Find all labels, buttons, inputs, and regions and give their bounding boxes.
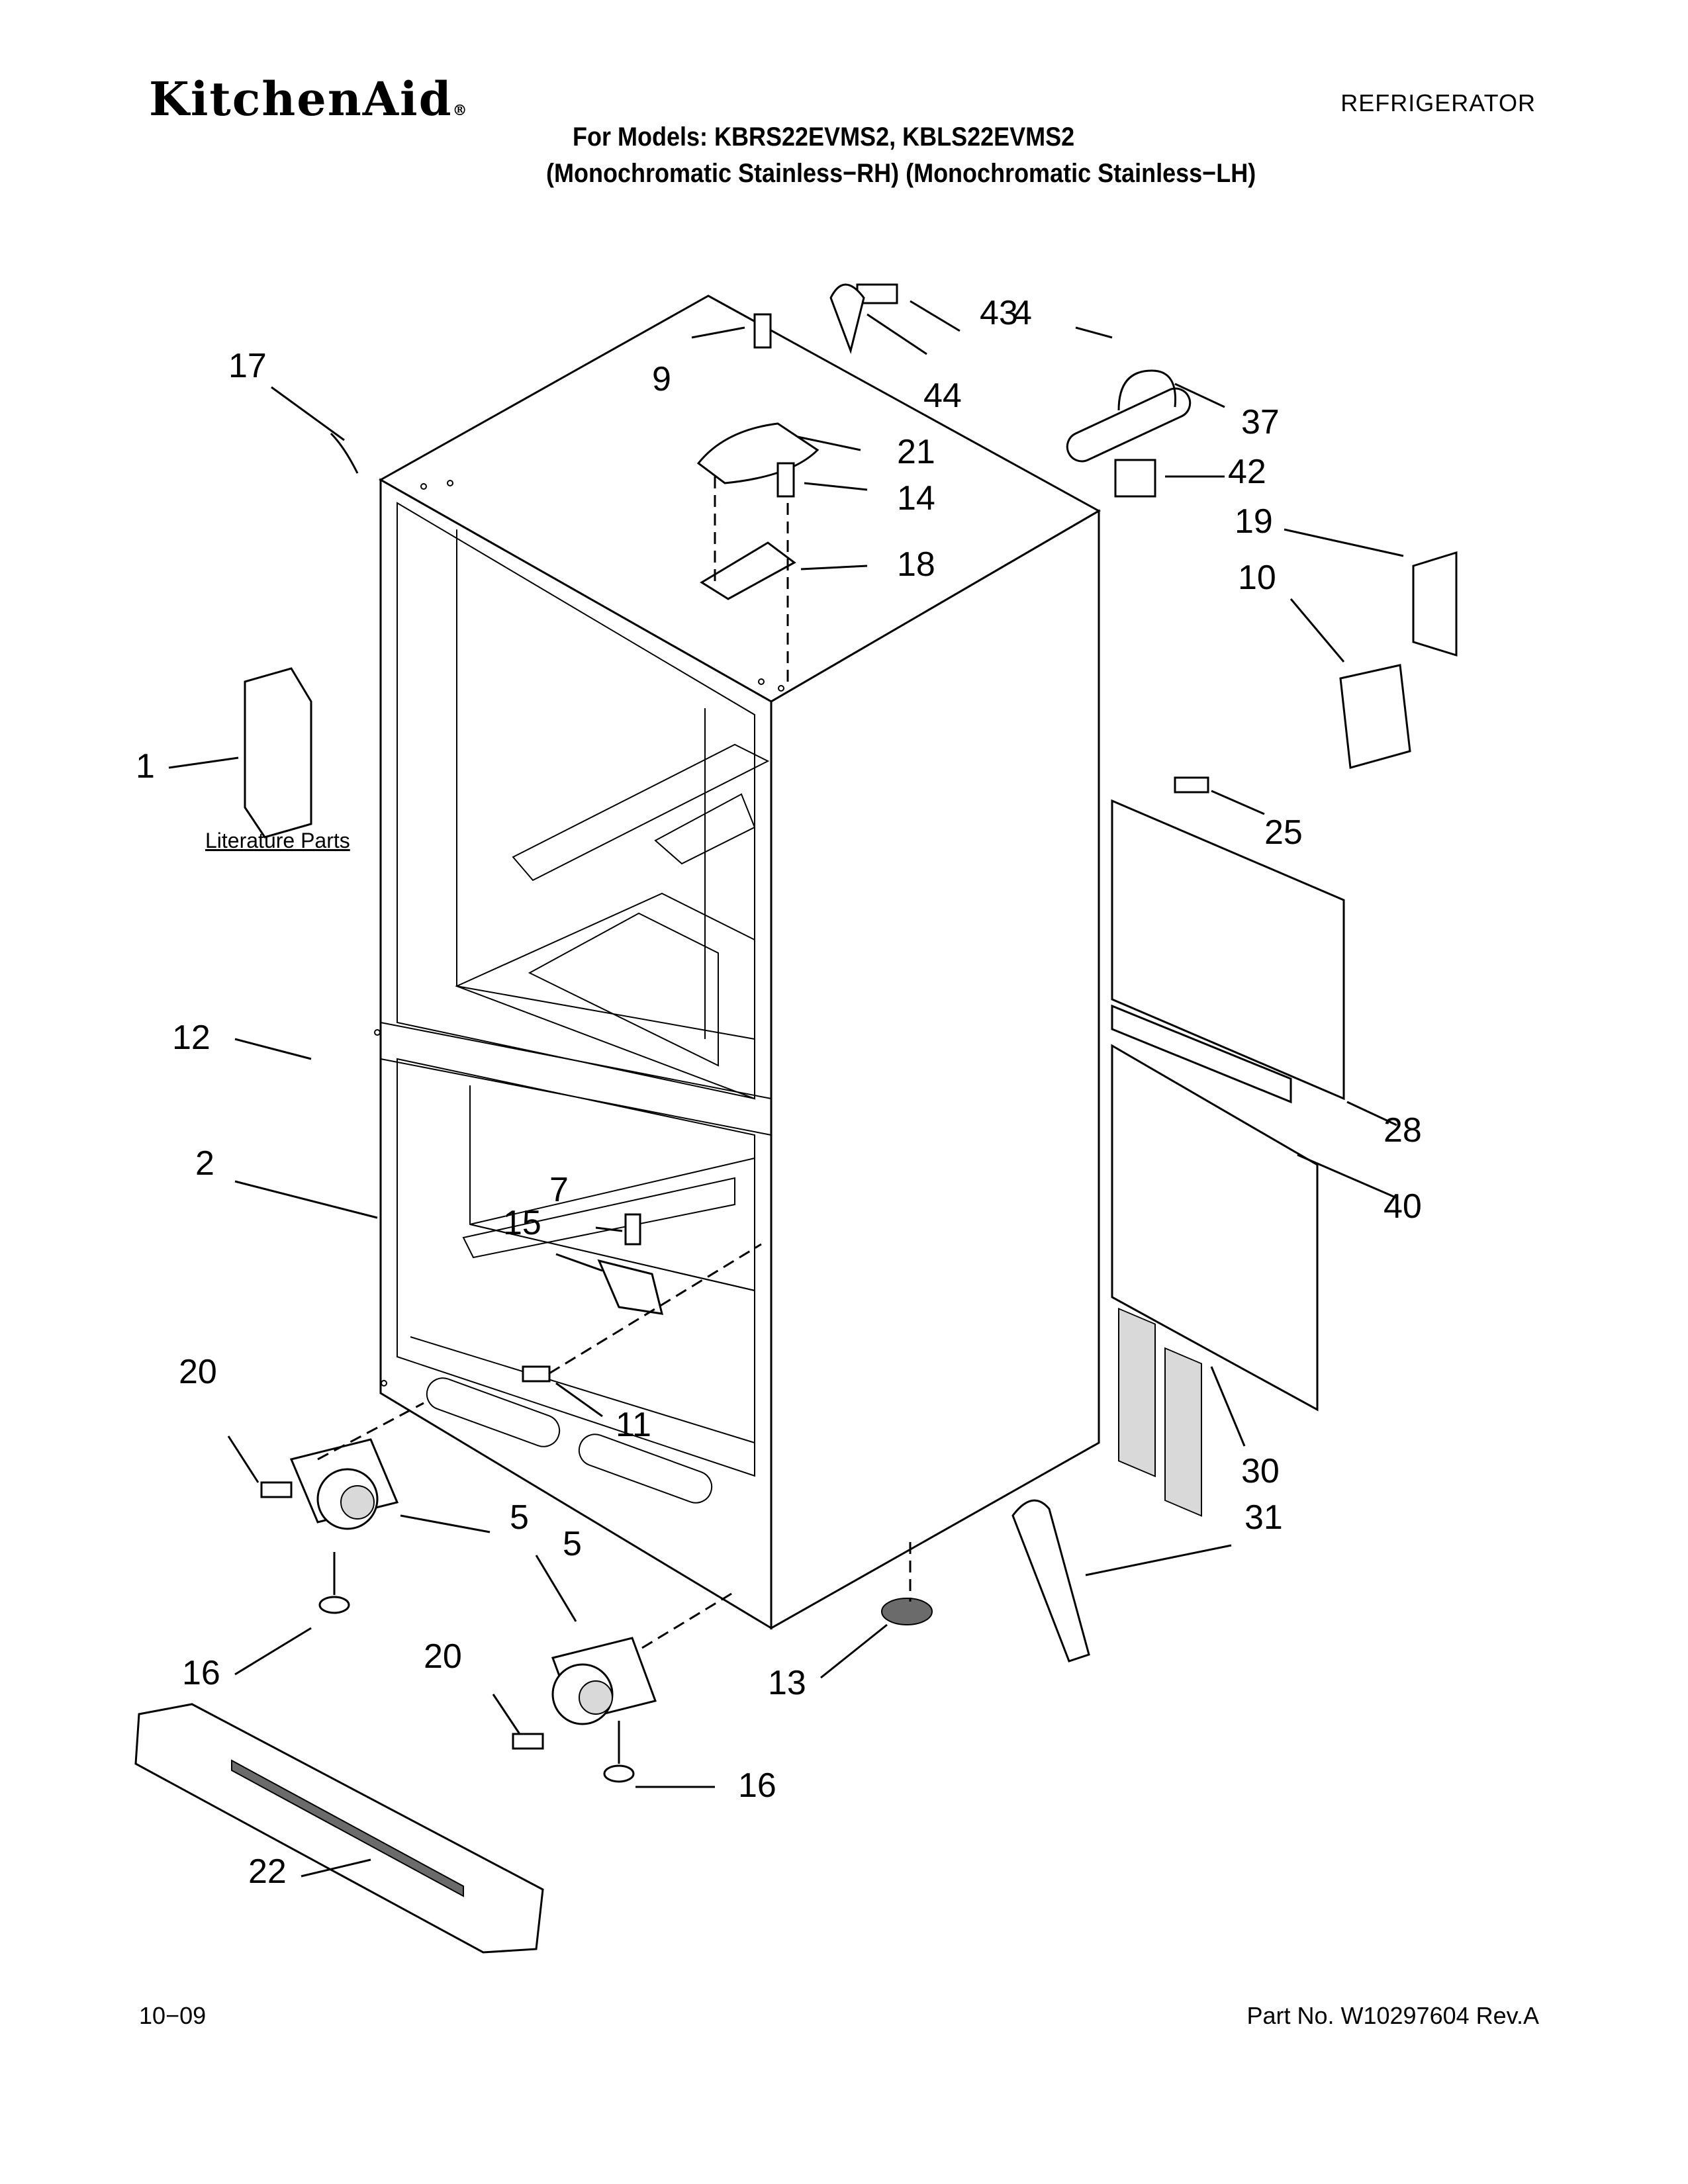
cabinet-drawing	[374, 295, 1102, 1630]
models-line: For Models: KBRS22EVMS2, KBLS22EVMS2	[573, 122, 1075, 152]
screw-20-left	[260, 1481, 293, 1498]
callout-11: 11	[616, 1406, 651, 1444]
registered-mark: ®	[452, 102, 469, 119]
brand-logo: KitchenAid®	[149, 76, 469, 122]
callout-15: 15	[503, 1204, 541, 1242]
callout-20: 20	[424, 1637, 462, 1676]
category-label: REFRIGERATOR	[1340, 89, 1536, 116]
callout-28: 28	[1383, 1111, 1422, 1150]
brand-name: KitchenAid	[149, 71, 453, 126]
part-number: Part No. W10297604 Rev.A	[1246, 2002, 1539, 2029]
part-17	[330, 432, 359, 474]
callout-16: 16	[182, 1654, 220, 1692]
callout-5: 5	[563, 1525, 582, 1563]
callout-12: 12	[172, 1019, 211, 1057]
callout-19: 19	[1235, 502, 1273, 541]
callout-25: 25	[1264, 813, 1303, 852]
lower-opening	[397, 1058, 755, 1477]
wrench-31	[1011, 1499, 1090, 1662]
callout-17: 17	[228, 347, 267, 385]
cover-19	[1412, 551, 1458, 657]
callout-7: 7	[549, 1171, 569, 1209]
description-line: (Monochromatic Stainless−RH) (Monochroma…	[546, 159, 1256, 188]
callout-4: 4	[1013, 294, 1032, 332]
callout-16: 16	[738, 1766, 776, 1805]
callout-9: 9	[652, 360, 671, 398]
screw-25	[1174, 776, 1209, 794]
leveler-16-left	[318, 1552, 350, 1614]
callout-42: 42	[1228, 453, 1266, 491]
leveler-16-right	[603, 1721, 635, 1783]
callout-10: 10	[1238, 559, 1276, 597]
wire-4	[1117, 369, 1177, 411]
callout-31: 31	[1244, 1498, 1283, 1537]
cabinet-right-side	[770, 509, 1100, 1630]
cabinet-front	[379, 478, 773, 1630]
callout-2: 2	[195, 1144, 214, 1183]
callout-22: 22	[248, 1852, 287, 1891]
screw-14	[776, 462, 795, 498]
callout-37: 37	[1241, 403, 1280, 441]
tube-37	[1066, 387, 1192, 463]
callout-14: 14	[897, 479, 935, 518]
roller-5-right	[551, 1637, 657, 1725]
callout-43: 43	[980, 294, 1018, 332]
literature-parts-label: Literature Parts	[205, 829, 350, 852]
bracket-10	[1339, 664, 1411, 769]
callout-44: 44	[923, 377, 962, 415]
callout-13: 13	[768, 1664, 806, 1702]
callout-40: 40	[1383, 1187, 1422, 1226]
strip-40	[1111, 1004, 1292, 1104]
callout-30: 30	[1241, 1452, 1280, 1490]
leader-lines	[168, 300, 1404, 1878]
revision-date: 10−09	[139, 2002, 207, 2029]
screw-11	[522, 1365, 551, 1383]
roller-5-left	[289, 1438, 399, 1530]
pin-7	[624, 1213, 641, 1246]
callout-21: 21	[897, 433, 935, 471]
bracket-15	[597, 1259, 664, 1315]
hinge-18	[700, 541, 796, 600]
callout-5: 5	[510, 1498, 529, 1537]
clip-42	[1114, 459, 1156, 498]
grille-28	[1111, 799, 1345, 1101]
panel-30	[1111, 1044, 1319, 1412]
screw-9	[753, 313, 772, 349]
callout-18: 18	[897, 545, 935, 584]
literature-parts	[244, 667, 312, 839]
screw-20-right	[512, 1733, 544, 1750]
foot-13	[881, 1598, 933, 1625]
callout-1: 1	[136, 747, 155, 786]
callout-20: 20	[179, 1353, 217, 1391]
part-44	[829, 283, 865, 355]
callout-numbers: 1245579101112131415161617181920202122252…	[136, 294, 1422, 1891]
